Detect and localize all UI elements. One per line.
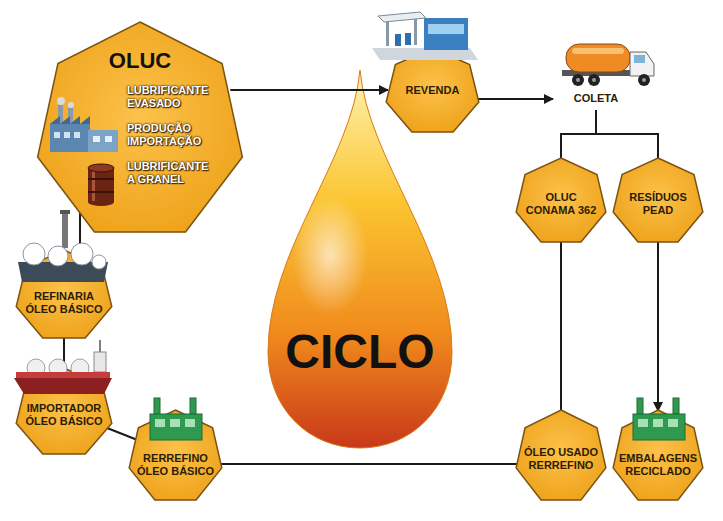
center-label: CICLO bbox=[285, 326, 434, 378]
node-text: OLUC CONAMA 362 bbox=[524, 191, 598, 217]
node-text: RESÍDUOS PEAD bbox=[621, 191, 695, 217]
flow-connector bbox=[561, 110, 596, 160]
heptagon-outline bbox=[613, 158, 703, 242]
flow-connector bbox=[596, 110, 658, 160]
text-slot: LUBRIFICANTE EVASADO bbox=[127, 84, 217, 110]
node-heading: OLUC bbox=[35, 48, 245, 74]
refinery-icon bbox=[18, 210, 108, 282]
text-holder: ÓLEO USADO RERREFINO bbox=[515, 410, 607, 500]
heptagon-outline bbox=[386, 48, 479, 132]
recycling-plant-icon bbox=[633, 398, 685, 440]
text-slot: OLUC bbox=[35, 48, 245, 74]
node-text: COLETA bbox=[558, 92, 634, 105]
node-text: IMPORTADOR ÓLEO BÁSICO bbox=[23, 402, 105, 428]
text-holder: REVENDA bbox=[385, 48, 480, 132]
heptagon-node: RESÍDUOS PEAD bbox=[612, 158, 704, 242]
text-holder: OLUC CONAMA 362 bbox=[515, 158, 607, 242]
heptagon-node: REVENDA bbox=[385, 48, 480, 132]
node-text: LUBRIFICANTE EVASADO bbox=[127, 84, 217, 110]
node-text: REFINARIA ÓLEO BÁSICO bbox=[23, 290, 105, 316]
tanker-ship-icon bbox=[14, 340, 112, 394]
label-slot: CICLO bbox=[285, 326, 434, 378]
heptagon-node: ÓLEO USADO RERREFINO bbox=[515, 410, 607, 500]
flow-connector bbox=[657, 240, 659, 411]
heptagon-outline bbox=[129, 410, 222, 500]
heptagon-outline bbox=[516, 158, 606, 242]
text-holder: RESÍDUOS PEAD bbox=[612, 158, 704, 242]
text-holder: COLETA bbox=[555, 88, 637, 110]
node-text: LUBRIFICANTE A GRANEL bbox=[127, 160, 217, 186]
flow-connector bbox=[176, 463, 562, 465]
factory-icon bbox=[50, 97, 118, 152]
heptagon-outline bbox=[613, 410, 703, 500]
node-text: RERREFINO ÓLEO BÁSICO bbox=[136, 452, 216, 478]
label-node: COLETA bbox=[555, 88, 637, 110]
text-slot: LUBRIFICANTE A GRANEL bbox=[127, 160, 217, 186]
node-text: ÓLEO USADO RERREFINO bbox=[523, 446, 599, 472]
flow-connector bbox=[230, 89, 388, 91]
flow-connector bbox=[560, 240, 562, 412]
tank-truck-icon bbox=[562, 44, 654, 86]
drop-highlight bbox=[292, 195, 368, 315]
heptagon-outline bbox=[516, 410, 606, 500]
node-text: EMBALAGENS RECICLADO bbox=[618, 452, 698, 478]
heptagon-node: OLUC CONAMA 362 bbox=[515, 158, 607, 242]
node-text: REVENDA bbox=[393, 84, 473, 97]
rerefinery-plant-icon bbox=[150, 398, 202, 440]
text-slot: PRODUÇÃO IMPORTAÇÃO bbox=[127, 122, 217, 148]
flow-connector bbox=[476, 98, 553, 100]
barrel-icon bbox=[88, 164, 114, 206]
node-text: PRODUÇÃO IMPORTAÇÃO bbox=[127, 122, 217, 148]
gas-station-icon bbox=[372, 12, 478, 60]
